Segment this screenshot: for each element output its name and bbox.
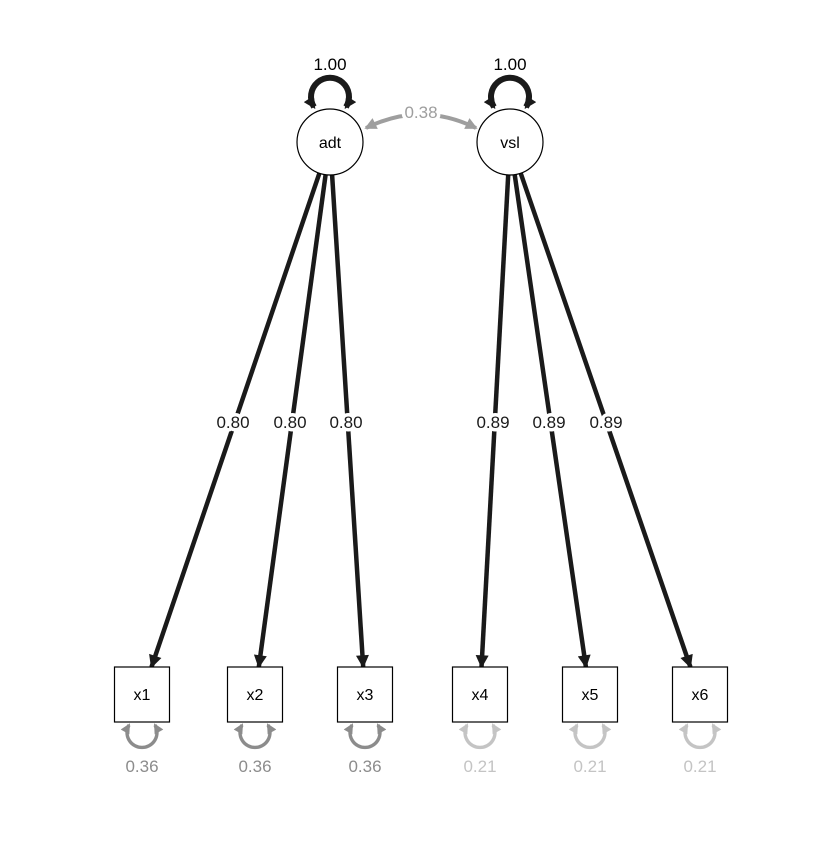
- residual-label-x6: 0.21: [683, 757, 716, 776]
- residual-loop-x2: [233, 723, 277, 750]
- residual-loop-x6: [678, 723, 722, 750]
- manifest-label-x4: x4: [472, 687, 489, 704]
- residual-label-x1: 0.36: [125, 757, 158, 776]
- latent-node-adt: [296, 108, 364, 176]
- residual-loop-x3: [343, 723, 387, 750]
- manifest-node-x4: [451, 666, 509, 723]
- manifest-label-x5: x5: [582, 687, 599, 704]
- loading-label-adt-x3: 0.80: [329, 413, 362, 432]
- variance-label-vsl: 1.00: [493, 55, 526, 74]
- residual-label-x5: 0.21: [573, 757, 606, 776]
- manifest-node-x2: [226, 666, 284, 723]
- latent-node-vsl: [476, 108, 544, 176]
- covariance-label: 0.38: [404, 103, 437, 122]
- residual-label-x3: 0.36: [348, 757, 381, 776]
- latent-label-vsl: vsl: [500, 135, 520, 152]
- manifest-label-x6: x6: [692, 687, 709, 704]
- variance-loop-adt: [303, 74, 357, 110]
- loading-label-adt-x1: 0.80: [216, 413, 249, 432]
- manifest-node-x5: [561, 666, 619, 723]
- loading-label-adt-x2: 0.80: [273, 413, 306, 432]
- residual-loop-x4: [458, 723, 502, 750]
- variance-loop-vsl: [483, 74, 537, 110]
- edge-vsl-x4: [475, 174, 511, 669]
- edge-adt-x3: [329, 174, 369, 669]
- loading-label-vsl-x6: 0.89: [589, 413, 622, 432]
- manifest-label-x1: x1: [134, 687, 151, 704]
- edge-vsl-x5: [512, 174, 591, 669]
- edge-vsl-x6: [518, 172, 693, 669]
- loading-label-vsl-x5: 0.89: [532, 413, 565, 432]
- edge-adt-x1: [149, 172, 322, 669]
- loading-label-vsl-x4: 0.89: [476, 413, 509, 432]
- manifest-node-x1: [113, 666, 171, 723]
- residual-loop-x1: [120, 723, 164, 750]
- manifest-label-x3: x3: [357, 687, 374, 704]
- latent-label-adt: adt: [319, 135, 342, 152]
- variance-label-adt: 1.00: [313, 55, 346, 74]
- manifest-node-x6: [671, 666, 729, 723]
- manifest-node-x3: [336, 666, 394, 723]
- manifest-label-x2: x2: [247, 687, 264, 704]
- residual-label-x2: 0.36: [238, 757, 271, 776]
- covariance-edge-adt-vsl: [364, 112, 478, 130]
- residual-loop-x5: [568, 723, 612, 750]
- edge-adt-x2: [253, 174, 328, 669]
- residual-label-x4: 0.21: [463, 757, 496, 776]
